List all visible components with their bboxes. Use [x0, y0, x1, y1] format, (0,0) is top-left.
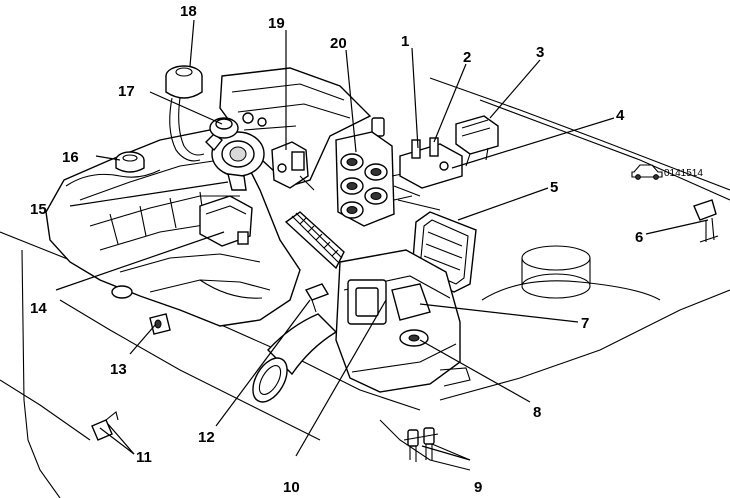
intake-duct: [252, 211, 345, 403]
strut-tower: [481, 245, 661, 301]
sensor-13: [149, 313, 171, 335]
callout-8: 8: [533, 404, 541, 421]
callout-11: 11: [136, 449, 152, 466]
sensor-12: [304, 283, 330, 313]
callout-14: 14: [30, 300, 47, 317]
leader-lines: [55, 19, 709, 461]
solenoid-cluster-20: [335, 131, 413, 227]
callout-2: 2: [463, 49, 471, 66]
valve-pair-9: [403, 427, 439, 462]
canister-18: [165, 65, 205, 162]
callout-12: 12: [198, 429, 215, 446]
callout-6: 6: [635, 229, 643, 246]
connector-3: [455, 115, 499, 167]
sensor-6: [693, 199, 719, 243]
callout-5: 5: [550, 179, 558, 196]
callouts: 1 2 3 4 5 6 7 8 9 10 11 12 13 14 15 16 1…: [30, 3, 643, 496]
air-cleaner-housing: [335, 249, 471, 393]
callout-13: 13: [110, 361, 127, 378]
car-wheel-icon: [653, 174, 659, 180]
figure-code: 0141514: [631, 164, 703, 180]
callout-4: 4: [616, 107, 625, 124]
callout-10: 10: [283, 479, 300, 496]
car-wheel-icon: [635, 174, 641, 180]
callout-20: 20: [330, 35, 347, 52]
callout-18: 18: [180, 3, 197, 20]
figure-code-text: 0141514: [664, 168, 703, 179]
intake-manifold: [219, 67, 385, 187]
callout-16: 16: [62, 149, 79, 166]
callout-7: 7: [581, 315, 589, 332]
oil-filler-cap-16: [115, 151, 145, 173]
callout-1: 1: [401, 33, 409, 50]
throttle-body: [205, 117, 265, 191]
valve-19: [271, 141, 315, 191]
callout-9: 9: [474, 479, 482, 496]
callout-3: 3: [536, 44, 544, 61]
sensor-11: [91, 411, 119, 441]
vacuum-switch-bracket: [393, 137, 463, 211]
callout-19: 19: [268, 15, 285, 32]
callout-15: 15: [30, 201, 47, 218]
body-outline: [0, 77, 730, 498]
module-14: [199, 195, 253, 247]
car-icon: [631, 164, 663, 178]
callout-17: 17: [118, 83, 135, 100]
